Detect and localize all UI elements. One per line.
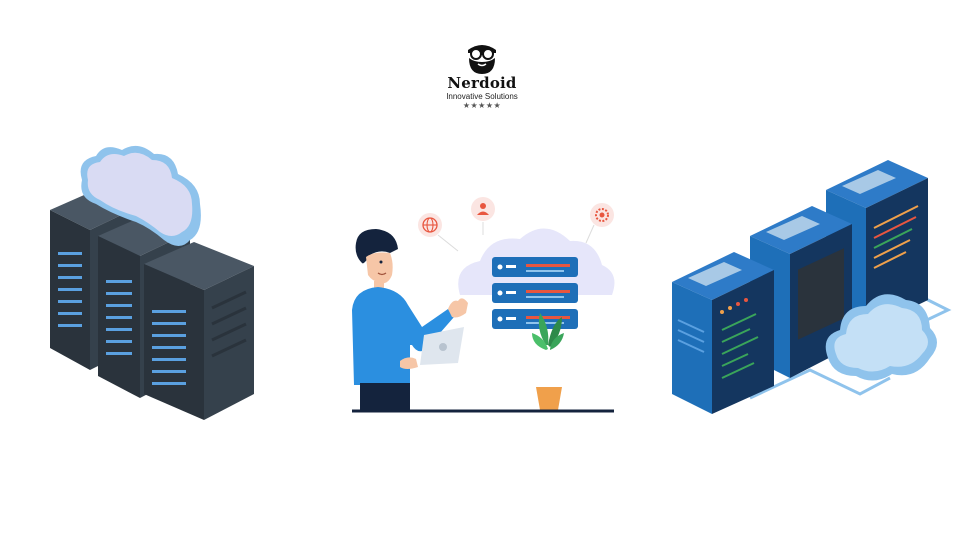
globe-icon	[418, 213, 459, 252]
brand-rating-stars: ★★★★★	[462, 101, 502, 110]
server-rack-front	[144, 242, 254, 420]
gear-icon	[585, 203, 614, 244]
developer-person	[352, 229, 468, 411]
cloud-icon	[825, 294, 937, 381]
brand-tagline: Innovative Solutions	[446, 92, 518, 101]
cloud-icon	[80, 145, 201, 246]
bearded-nerd-glasses-icon	[468, 45, 496, 74]
brand-name: Nerdoid	[447, 74, 517, 92]
developer-cloud-server-illustration	[340, 195, 625, 420]
potted-plant	[532, 313, 564, 410]
blue-server-racks-cloud-illustration	[660, 150, 960, 420]
server-stack	[492, 257, 578, 329]
server-rack-front	[672, 252, 774, 414]
user-icon	[471, 197, 495, 235]
brand-logo: Nerdoid Innovative Solutions ★★★★★	[440, 40, 524, 114]
server-racks-cloud-illustration	[40, 140, 270, 430]
